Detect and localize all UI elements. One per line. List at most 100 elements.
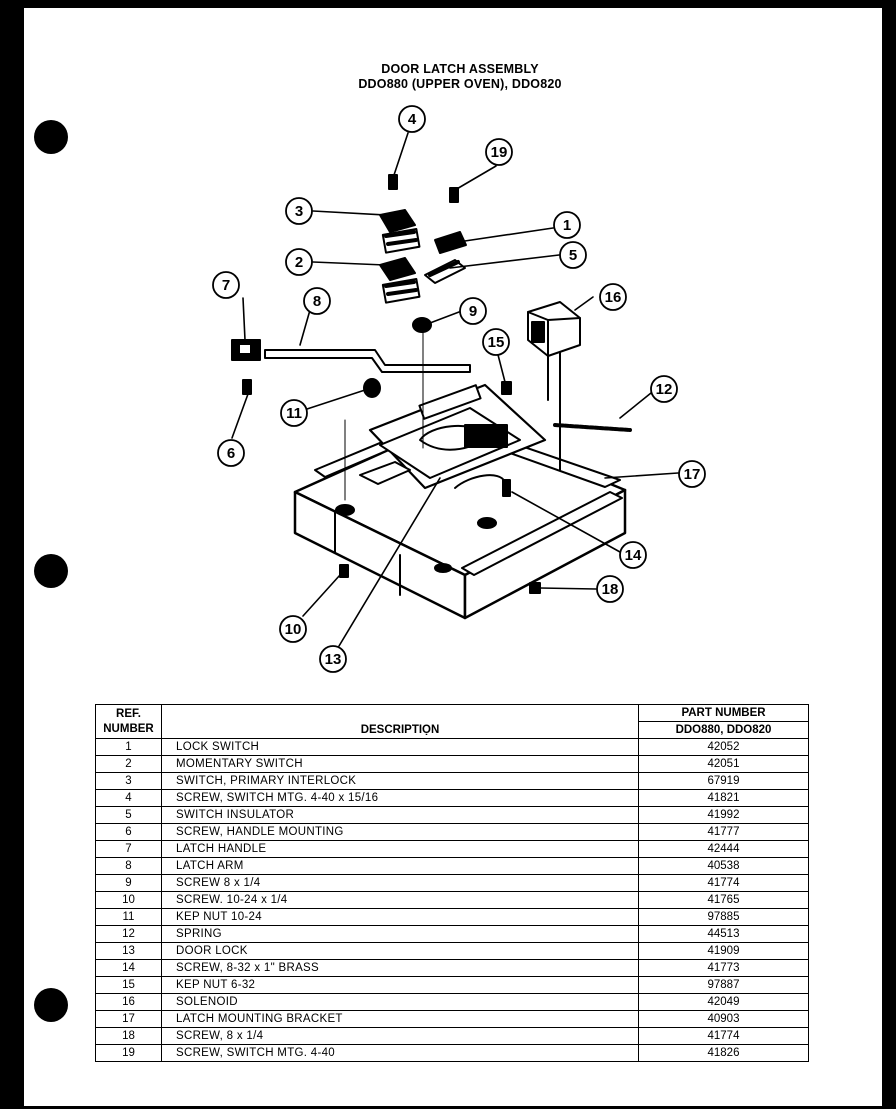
svg-text:9: 9 xyxy=(469,303,477,320)
svg-text:4: 4 xyxy=(408,111,417,128)
exploded-parts-diagram: 1 2 3 4 5 6 7 8 9 10 11 12 13 14 15 16 1… xyxy=(212,105,706,673)
callout-13: 13 xyxy=(319,645,347,673)
callout-17: 17 xyxy=(678,460,706,488)
part-number-cell: 41774 xyxy=(638,874,809,892)
ref-cell: 3 xyxy=(95,772,162,790)
solenoid xyxy=(527,301,581,471)
part-number-cell: 41992 xyxy=(638,806,809,824)
callout-8: 8 xyxy=(303,287,331,315)
description-cell: KEP NUT 6-32 xyxy=(161,976,639,994)
svg-text:3: 3 xyxy=(295,203,303,220)
diagram-title: DOOR LATCH ASSEMBLY DDO880 (UPPER OVEN),… xyxy=(300,62,620,92)
description-cell: SWITCH, PRIMARY INTERLOCK xyxy=(161,772,639,790)
svg-text:12: 12 xyxy=(656,381,673,398)
ref-cell: 14 xyxy=(95,959,162,977)
part-number-cell: 97885 xyxy=(638,908,809,926)
ref-cell: 8 xyxy=(95,857,162,875)
description-cell: LATCH HANDLE xyxy=(161,840,639,858)
description-cell: SCREW. 10-24 x 1/4 xyxy=(161,891,639,909)
punch-hole xyxy=(34,120,68,154)
ref-cell: 16 xyxy=(95,993,162,1011)
callout-12: 12 xyxy=(650,375,678,403)
description-cell: SCREW, 8-32 x 1" BRASS xyxy=(161,959,639,977)
svg-text:19: 19 xyxy=(491,144,508,161)
part-number-header: PART NUMBER xyxy=(638,704,809,722)
description-cell: LATCH MOUNTING BRACKET xyxy=(161,1010,639,1028)
description-cell: LOCK SWITCH xyxy=(161,738,639,756)
description-cell: DOOR LOCK xyxy=(161,942,639,960)
punch-hole xyxy=(34,988,68,1022)
svg-text:2: 2 xyxy=(295,254,303,271)
part-number-cell: 44513 xyxy=(638,925,809,943)
callout-15: 15 xyxy=(482,328,510,356)
ref-cell: 19 xyxy=(95,1044,162,1062)
svg-text:7: 7 xyxy=(222,277,230,294)
ref-cell: 12 xyxy=(95,925,162,943)
svg-text:8: 8 xyxy=(313,293,321,310)
callout-labels: 1 2 3 4 5 6 7 8 9 10 11 12 13 14 15 16 1… xyxy=(212,105,706,673)
callout-6: 6 xyxy=(217,439,245,467)
ref-cell: 7 xyxy=(95,840,162,858)
svg-text:11: 11 xyxy=(286,405,302,422)
callout-16: 16 xyxy=(599,283,627,311)
description-cell: SCREW, SWITCH MTG. 4-40 x 15/16 xyxy=(161,789,639,807)
callout-19: 19 xyxy=(485,138,513,166)
title-line-2: DDO880 (UPPER OVEN), DDO820 xyxy=(358,77,562,91)
description-cell: SCREW, SWITCH MTG. 4-40 xyxy=(161,1044,639,1062)
ref-cell: 1 xyxy=(95,738,162,756)
svg-text:17: 17 xyxy=(684,466,701,483)
part-number-cell: 41909 xyxy=(638,942,809,960)
part-number-cell: 41773 xyxy=(638,959,809,977)
part-number-cell: 40538 xyxy=(638,857,809,875)
part-number-cell: 41774 xyxy=(638,1027,809,1045)
table-header-row: REF. NUMBER DESCRIPTIỌN PART NUMBER xyxy=(95,704,809,739)
spring xyxy=(553,423,632,432)
description-cell: SCREW, HANDLE MOUNTING xyxy=(161,823,639,841)
description-cell: MOMENTARY SWITCH xyxy=(161,755,639,773)
ref-number-header: REF. NUMBER xyxy=(95,704,162,739)
description-header: DESCRIPTIỌN xyxy=(161,704,639,739)
callout-9: 9 xyxy=(459,297,487,325)
callout-7: 7 xyxy=(212,271,240,299)
part-number-cell: 40903 xyxy=(638,1010,809,1028)
svg-text:14: 14 xyxy=(625,547,642,564)
latch-mounting-bracket xyxy=(314,383,621,490)
svg-text:10: 10 xyxy=(285,621,302,638)
callout-5: 5 xyxy=(559,241,587,269)
switches xyxy=(379,209,467,304)
callout-1: 1 xyxy=(553,211,581,239)
part-number-cell: 41777 xyxy=(638,823,809,841)
ref-cell: 6 xyxy=(95,823,162,841)
description-cell: SWITCH INSULATOR xyxy=(161,806,639,824)
callout-2: 2 xyxy=(285,248,313,276)
description-cell: LATCH ARM xyxy=(161,857,639,875)
description-cell: KEP NUT 10-24 xyxy=(161,908,639,926)
svg-text:15: 15 xyxy=(488,334,505,351)
ref-cell: 9 xyxy=(95,874,162,892)
part-number-cell: 41765 xyxy=(638,891,809,909)
svg-text:18: 18 xyxy=(602,581,619,598)
ref-cell: 15 xyxy=(95,976,162,994)
punch-hole xyxy=(34,554,68,588)
svg-text:16: 16 xyxy=(605,289,622,306)
title-line-1: DOOR LATCH ASSEMBLY xyxy=(381,62,539,76)
part-number-cell: 42052 xyxy=(638,738,809,756)
callout-10: 10 xyxy=(279,615,307,643)
